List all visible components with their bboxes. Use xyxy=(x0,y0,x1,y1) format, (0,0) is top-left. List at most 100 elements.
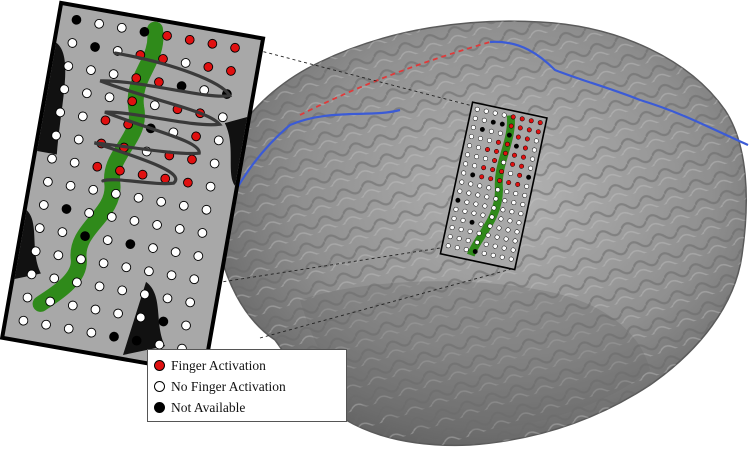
electrode-dot xyxy=(63,323,74,334)
electrode-dot xyxy=(116,22,127,33)
electrode-dot xyxy=(158,316,169,327)
electrode-dot xyxy=(156,196,167,207)
legend-label: No Finger Activation xyxy=(171,378,286,394)
electrode-dot xyxy=(496,225,502,231)
electrode-dot xyxy=(503,236,509,242)
electrode-dot xyxy=(472,163,478,169)
electrode-dot xyxy=(213,135,224,146)
electrode-dot xyxy=(521,154,526,160)
electrode-dot xyxy=(458,227,464,232)
electrode-dot xyxy=(503,150,508,156)
electrode-dot xyxy=(514,229,520,235)
electrode-dot xyxy=(451,216,457,221)
electrode-dot xyxy=(485,232,491,238)
electrode-dot xyxy=(528,165,534,171)
electrode-dot xyxy=(530,156,535,162)
electrode-dot xyxy=(82,88,92,99)
electrode-dot xyxy=(181,320,191,331)
electrode-dot xyxy=(510,247,516,253)
electrode-dot xyxy=(72,277,82,288)
electrode-dot xyxy=(493,196,499,202)
electrode-dot xyxy=(109,331,119,342)
electrode-dot xyxy=(80,231,90,241)
electrode-dot xyxy=(507,218,513,224)
dashed-sulcus-line xyxy=(299,41,491,116)
electrode-dot xyxy=(144,266,154,277)
electrode-dot xyxy=(488,176,494,182)
electrode-dot xyxy=(51,130,61,141)
electrode-dot xyxy=(183,177,193,188)
electrode-dot xyxy=(41,319,51,330)
electrode-dot xyxy=(92,161,103,172)
electrode-dot xyxy=(499,169,505,174)
electrode-dot xyxy=(490,252,496,258)
electrode-dot xyxy=(533,138,539,144)
electrode-dot xyxy=(490,119,496,125)
electrode-dot xyxy=(465,152,471,158)
electrode-dot xyxy=(217,112,228,123)
electrode-dot xyxy=(100,115,111,126)
electrode-dot xyxy=(459,179,465,185)
electrode-dot xyxy=(508,123,514,129)
electrode-dot xyxy=(230,42,240,53)
electrode-dot xyxy=(474,154,480,160)
electrode-dot xyxy=(522,145,528,151)
electrode-dot xyxy=(457,188,463,194)
electrode-dot xyxy=(501,245,507,251)
electrode-dot xyxy=(524,136,530,142)
electrode-dot xyxy=(518,211,524,217)
electrode-dot xyxy=(508,256,514,262)
legend-item-finger-activation: Finger Activation xyxy=(154,355,340,376)
electrode-dot xyxy=(184,34,195,45)
electrode-dot xyxy=(486,185,492,191)
electrode-dot xyxy=(461,170,467,176)
electrode-dot xyxy=(104,92,115,103)
electrode-dot xyxy=(468,181,474,187)
electrode-dot xyxy=(162,30,172,41)
electrode-dot xyxy=(499,121,505,127)
electrode-dot xyxy=(526,174,532,180)
electrode-dot xyxy=(520,202,526,208)
electrode-dot xyxy=(135,312,146,323)
electrode-dot xyxy=(474,106,480,112)
electrode-dot xyxy=(90,304,101,315)
electrode-dot xyxy=(489,214,495,220)
electrode-dot xyxy=(61,204,72,214)
electrode-dot xyxy=(90,42,100,52)
electrode-dot xyxy=(77,111,88,122)
electrode-dot xyxy=(463,161,469,167)
electrode-dot xyxy=(84,208,94,218)
electrode-dot xyxy=(106,212,117,222)
electrode-dot xyxy=(474,239,480,245)
electrode-dot xyxy=(510,114,516,120)
electrode-dot xyxy=(139,26,150,37)
electrode-dot xyxy=(505,227,511,233)
electrode-dot xyxy=(449,225,455,231)
electrode-dot xyxy=(494,148,499,154)
electrode-dot xyxy=(535,129,541,135)
electrode-dot xyxy=(55,107,66,118)
electrode-dot xyxy=(59,84,70,95)
electrode-dot xyxy=(531,147,537,153)
electrode-dot xyxy=(148,243,158,253)
electrode-dot xyxy=(180,58,191,68)
electrode-dot xyxy=(456,236,462,242)
electrode-dot xyxy=(174,224,185,234)
electrode-dot xyxy=(504,141,510,147)
electrode-dot xyxy=(73,134,84,145)
electrode-dot xyxy=(472,115,478,121)
electrode-dot xyxy=(463,247,469,253)
electrode-dot xyxy=(162,293,173,304)
electrode-dot xyxy=(460,217,466,223)
electrode-dot xyxy=(154,339,165,350)
electrode-dot xyxy=(166,270,177,281)
electrode-dot xyxy=(471,210,477,216)
electrode-dot xyxy=(49,273,60,284)
electrode-dot xyxy=(455,197,461,203)
electrode-dot xyxy=(481,165,487,171)
electrode-dot xyxy=(467,228,473,234)
electrode-dot xyxy=(495,139,501,145)
electrode-dot xyxy=(509,209,515,215)
electrode-dot xyxy=(445,243,451,249)
electrode-dot xyxy=(487,223,493,229)
